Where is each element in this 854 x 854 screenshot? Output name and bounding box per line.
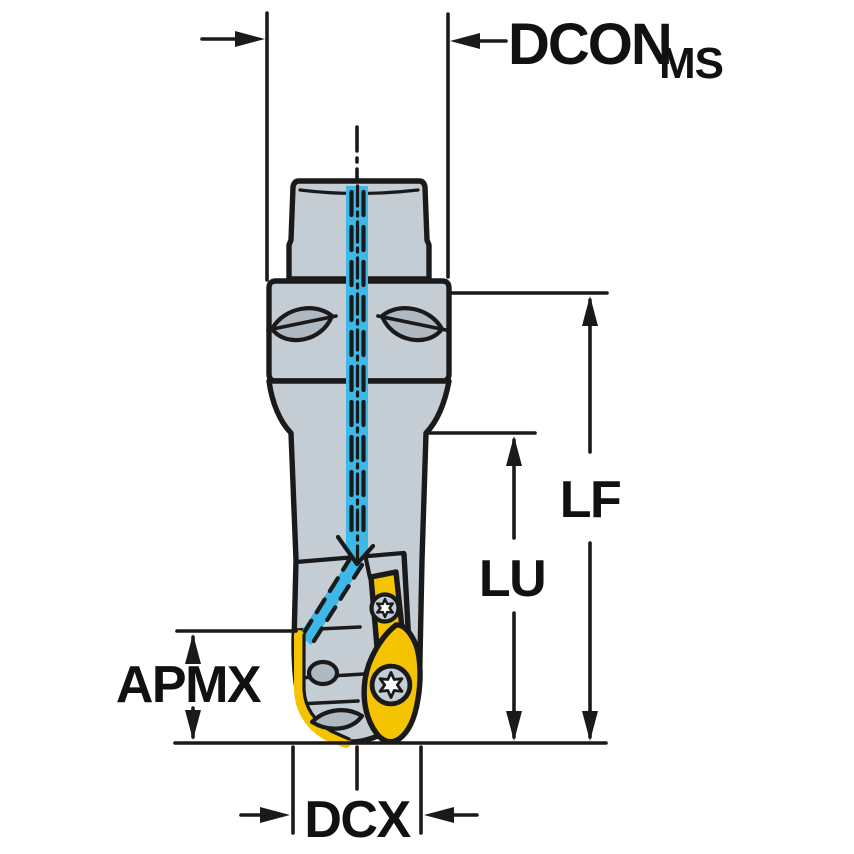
dcx-arrow-right-head bbox=[424, 807, 454, 823]
coolant-channel bbox=[299, 184, 368, 647]
torx-screw-lower-icon bbox=[369, 663, 413, 707]
dimension-lu: LU bbox=[426, 431, 547, 741]
apmx-arrow-up bbox=[185, 634, 201, 664]
lf-arrow-up bbox=[582, 296, 598, 326]
coolant-channel-branch bbox=[299, 555, 363, 645]
edge-insert-strip-inner-line bbox=[302, 633, 351, 741]
dcon-label-subscript: MS bbox=[659, 39, 723, 88]
edge-insert-strip bbox=[294, 630, 351, 748]
lf-label: LF bbox=[560, 471, 621, 529]
torx-star bbox=[376, 597, 394, 619]
lu-arrow-up bbox=[506, 436, 522, 466]
lu-arrow-down bbox=[506, 711, 522, 741]
dimension-dcx: DCX bbox=[239, 745, 479, 849]
dimension-lf: LF bbox=[450, 291, 622, 741]
dimension-apmx: APMX bbox=[116, 629, 608, 745]
coolant-branch-dash-lower bbox=[309, 562, 365, 647]
lf-arrow-down bbox=[582, 711, 598, 741]
pocket-front-wall bbox=[363, 556, 373, 581]
dcon-arrow-left-head bbox=[235, 31, 265, 47]
dcon-label: DCON bbox=[508, 12, 671, 77]
dcon-arrow-right-head bbox=[450, 33, 480, 49]
torx-screw-upper-icon bbox=[369, 592, 401, 624]
torx-star bbox=[378, 671, 404, 699]
nose-bottom-facet bbox=[309, 708, 365, 731]
lu-label: LU bbox=[479, 550, 545, 608]
apmx-label: APMX bbox=[116, 656, 262, 714]
head-face-hole bbox=[306, 659, 340, 687]
dcx-arrow-left-head bbox=[260, 807, 290, 823]
flange-slot-right-line bbox=[376, 314, 448, 332]
pocket-funnel-outline bbox=[335, 534, 376, 567]
dcx-label: DCX bbox=[304, 791, 411, 849]
apmx-arrow-down bbox=[185, 710, 201, 740]
flange-slot-left-line bbox=[266, 314, 338, 332]
coolant-branch-dash-upper bbox=[299, 554, 354, 639]
dimension-dcon: DCON MS bbox=[200, 11, 724, 282]
